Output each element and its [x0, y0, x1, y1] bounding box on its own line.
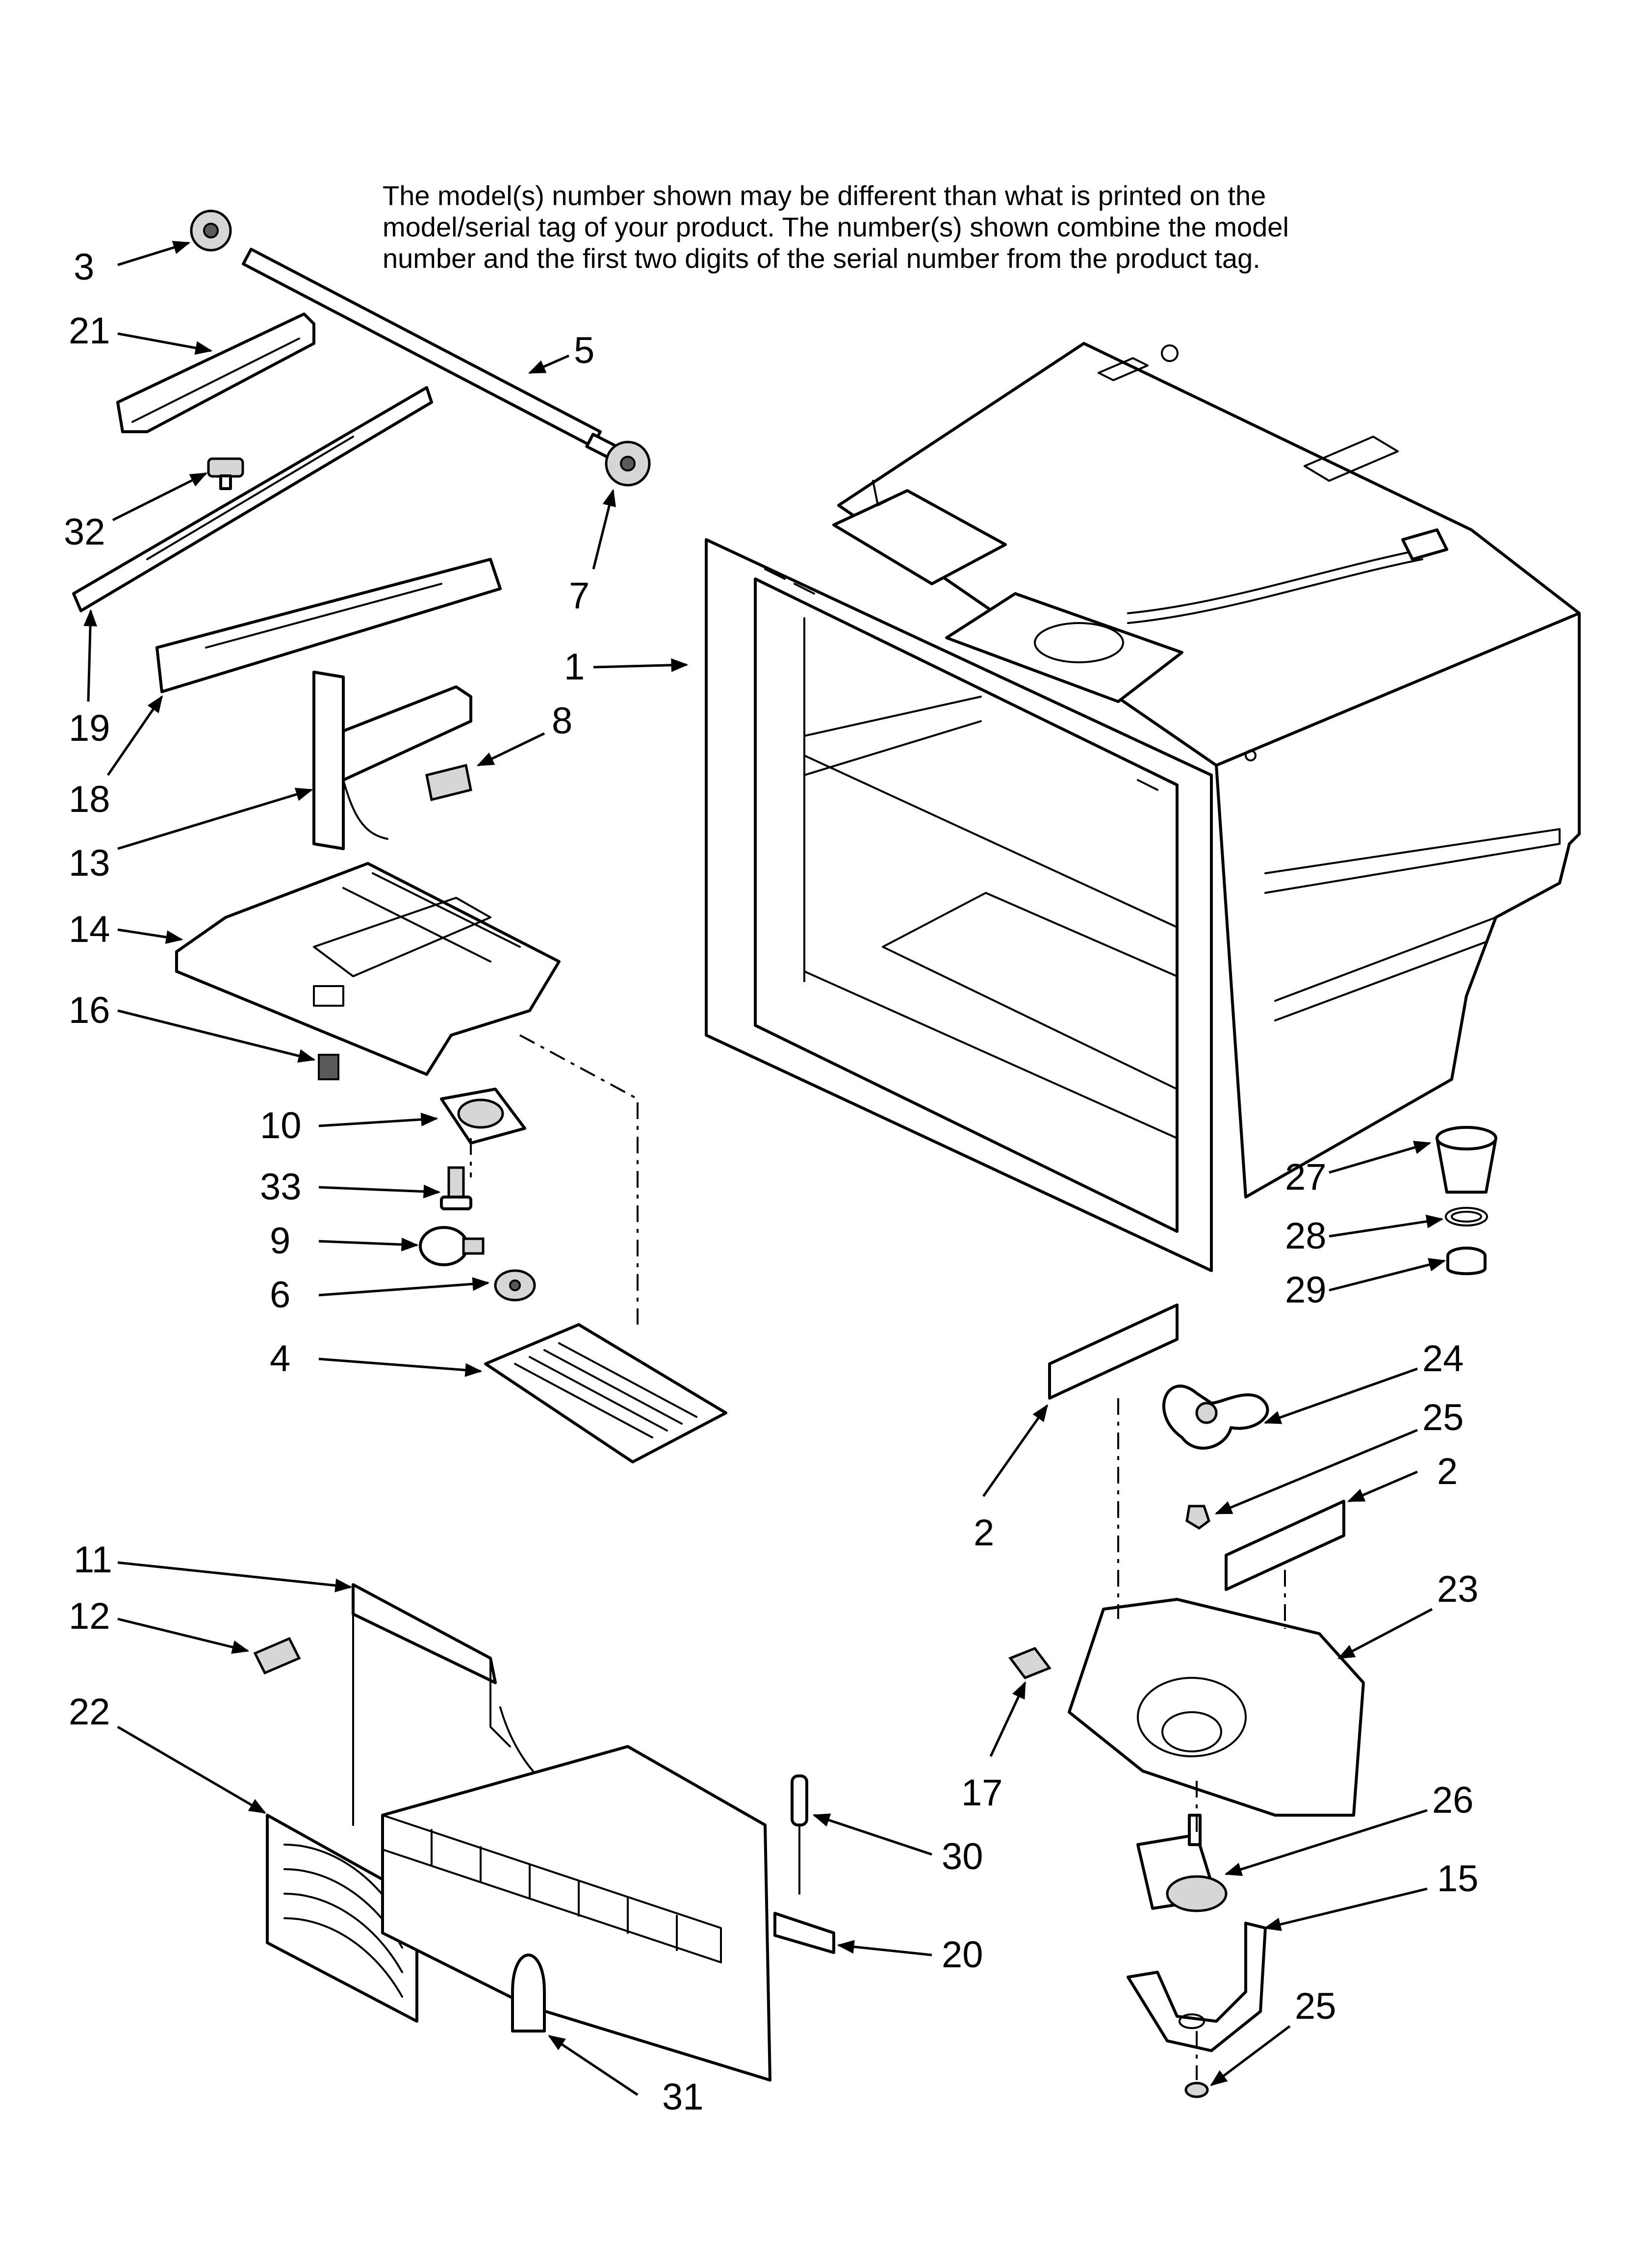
part-gear-left [190, 209, 232, 252]
callout-2-left: 2 [974, 1512, 994, 1554]
callout-22: 22 [69, 1691, 110, 1733]
part-bulb-9 [419, 1226, 485, 1266]
callout-30: 30 [942, 1836, 983, 1877]
part-clip-31 [511, 1954, 546, 2033]
part-grille-4 [484, 1323, 727, 1463]
part-fan-housing-23 [1068, 1598, 1365, 1817]
part-screw-12 [253, 1637, 301, 1675]
callout-11: 11 [74, 1539, 112, 1581]
callout-4: 4 [270, 1338, 290, 1380]
part-light-housing-10 [440, 1088, 526, 1145]
callout-25-upper: 25 [1422, 1397, 1464, 1438]
part-rail-cover [155, 558, 502, 693]
part-front-cover-22 [266, 1814, 418, 2023]
part-vent-panel [381, 1745, 771, 2082]
part-tray-14 [175, 862, 561, 1076]
part-bracket-13 [312, 671, 472, 850]
callout-23: 23 [1437, 1568, 1479, 1610]
callout-24: 24 [1422, 1338, 1464, 1380]
callout-14: 14 [69, 909, 110, 950]
callout-20: 20 [942, 1934, 983, 1976]
callout-6: 6 [270, 1274, 290, 1316]
part-fan-motor-26 [1136, 1814, 1228, 1912]
callout-29: 29 [1285, 1269, 1327, 1311]
callout-25-lower: 25 [1295, 1985, 1336, 2027]
part-nut-25-lower [1184, 2082, 1209, 2098]
part-screw-33 [440, 1166, 472, 1210]
part-seal-ring-28 [1445, 1207, 1488, 1226]
callout-16: 16 [69, 990, 110, 1031]
callout-15: 15 [1437, 1858, 1479, 1900]
part-rail-bracket [116, 313, 315, 433]
part-screw-32 [207, 457, 244, 490]
part-fan-blade-24 [1162, 1384, 1269, 1450]
callout-28: 28 [1285, 1215, 1327, 1257]
callout-13: 13 [69, 842, 110, 884]
part-filter-cup-27 [1436, 1126, 1497, 1194]
part-gear-right [585, 433, 651, 487]
part-insulation-2-lower [1225, 1500, 1345, 1591]
callout-18: 18 [69, 779, 110, 820]
callout-17: 17 [961, 1772, 1003, 1814]
part-freezer-liner [705, 342, 1581, 1272]
part-screw-17 [1008, 1646, 1052, 1680]
part-thermistor-30 [791, 1774, 808, 1895]
part-socket-6 [494, 1269, 536, 1302]
part-foam-strip-20 [773, 1912, 835, 1954]
callout-labels: 3 21 5 32 7 1 19 8 18 13 14 16 10 33 9 6… [64, 246, 1479, 2118]
leader-lines [83, 240, 1446, 2096]
callout-7: 7 [569, 575, 590, 617]
note-line-3: number and the first two digits of the s… [383, 243, 1260, 274]
callout-21: 21 [69, 310, 110, 352]
callout-2-right: 2 [1437, 1451, 1458, 1492]
part-switch-16 [318, 1054, 339, 1080]
note-line-1: The model(s) number shown may be differe… [383, 180, 1266, 211]
callout-27: 27 [1285, 1156, 1327, 1198]
model-number-note: The model(s) number shown may be differe… [383, 180, 1289, 274]
callout-10: 10 [260, 1105, 302, 1147]
callout-26: 26 [1432, 1779, 1474, 1821]
part-insulation-2-upper [1048, 1303, 1179, 1400]
note-line-2: model/serial tag of your product. The nu… [383, 211, 1289, 242]
callout-5: 5 [574, 330, 594, 371]
callout-3: 3 [74, 246, 94, 288]
part-cap-29 [1446, 1247, 1487, 1276]
part-slide-rail [72, 386, 433, 612]
callout-12: 12 [69, 1595, 110, 1637]
callout-8: 8 [552, 700, 572, 742]
callout-32: 32 [64, 511, 105, 553]
callout-33: 33 [260, 1166, 302, 1208]
callout-31: 31 [662, 2076, 704, 2118]
callout-1: 1 [564, 646, 585, 688]
part-nut-25-upper [1185, 1505, 1210, 1530]
callout-9: 9 [270, 1220, 290, 1262]
part-screw-8 [425, 763, 472, 802]
callout-19: 19 [69, 707, 110, 749]
